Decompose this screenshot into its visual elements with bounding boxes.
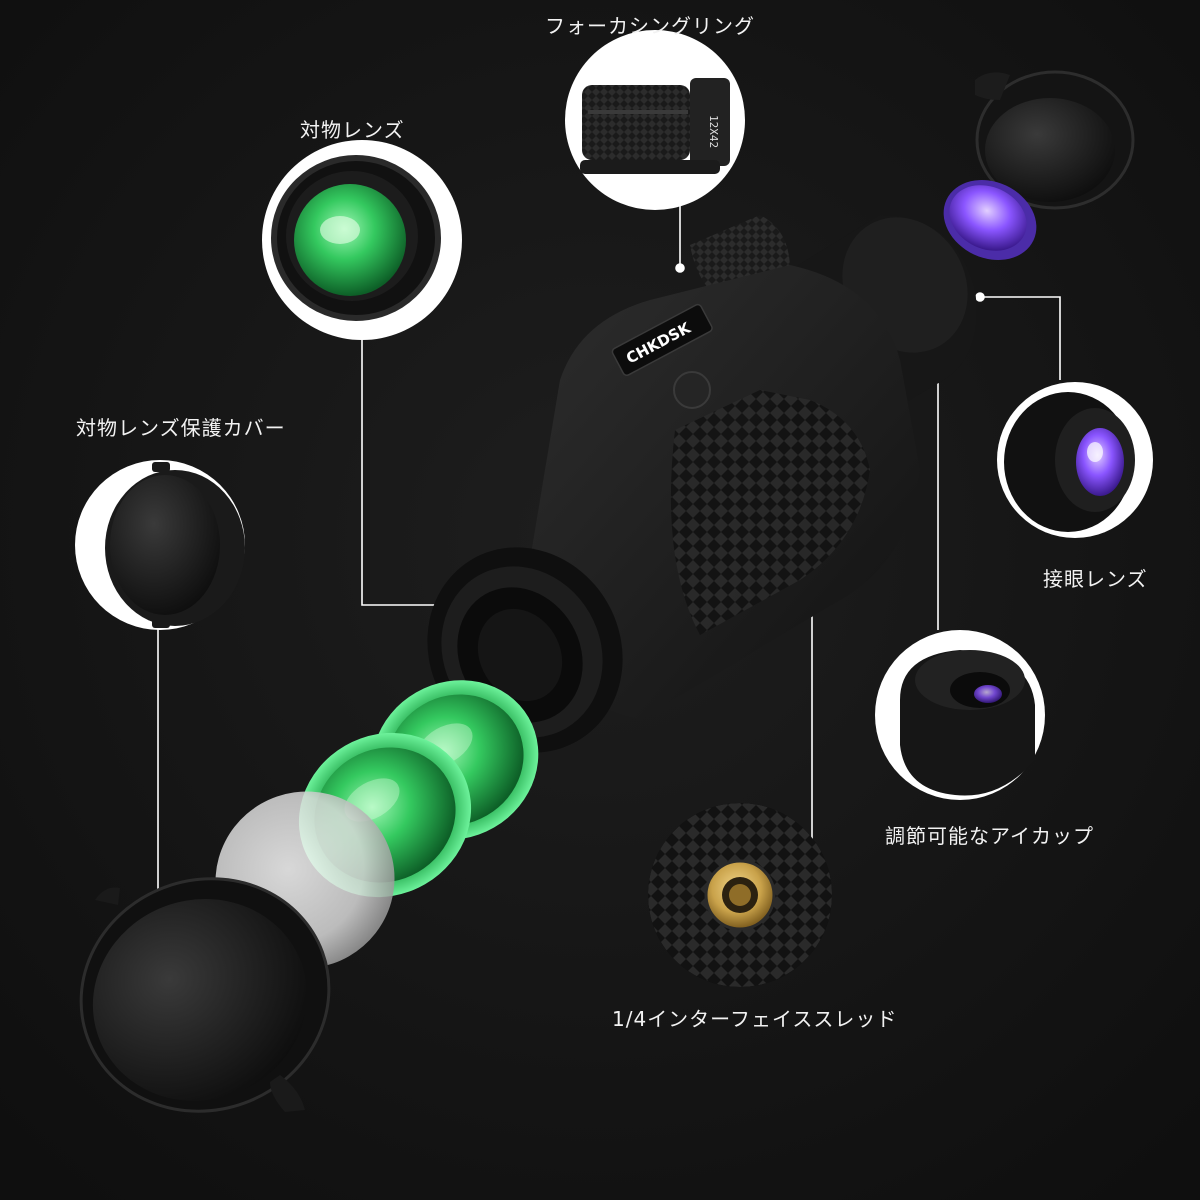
exploded-lenses xyxy=(215,680,539,969)
label-eyepiece-lens: 接眼レンズ xyxy=(1043,567,1148,591)
front-cap xyxy=(79,877,331,1113)
focus-ring-inset: 12X42 xyxy=(565,30,745,210)
label-thread: 1/4インターフェイススレッド xyxy=(612,1007,898,1031)
objective-lens-inset xyxy=(262,140,462,340)
eyepiece-lens-inset xyxy=(997,382,1153,538)
monocular-body: CHKDSK xyxy=(427,215,977,753)
focus-ring-model: 12X42 xyxy=(707,115,720,148)
objective-cover-inset xyxy=(75,460,245,630)
body-button xyxy=(673,371,711,409)
eyepiece-cap xyxy=(943,70,1135,260)
thread-inset xyxy=(648,803,832,987)
label-objective-cover: 対物レンズ保護カバー xyxy=(76,416,286,440)
eyecup-inset xyxy=(875,630,1045,800)
label-focusing-ring: フォーカシングリング xyxy=(545,14,755,38)
label-eyecup: 調節可能なアイカップ xyxy=(885,824,1094,848)
label-objective-lens: 対物レンズ xyxy=(300,118,405,142)
